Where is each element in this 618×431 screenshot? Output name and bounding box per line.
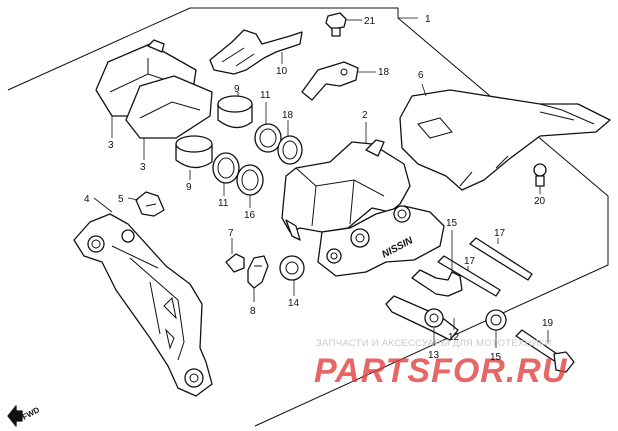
callout-3: 3 — [140, 162, 146, 173]
callout-11: 11 — [260, 90, 271, 101]
boot-13 — [424, 308, 444, 346]
piston-9-upper — [217, 92, 253, 129]
seal-16 — [236, 164, 264, 208]
bleeder-valve-7 — [225, 238, 245, 273]
seal-11-lower — [212, 152, 240, 196]
callout-15: 15 — [446, 218, 458, 229]
callout-18: 18 — [378, 67, 390, 78]
callout-21: 21 — [364, 16, 376, 27]
callout-16: 16 — [244, 210, 256, 221]
clip-18-top — [301, 61, 376, 101]
callout-17: 17 — [494, 228, 506, 239]
seal-18-middle — [277, 120, 303, 165]
callout-13: 13 — [428, 350, 440, 361]
callout-7: 7 — [228, 228, 234, 239]
sleeve-12 — [385, 295, 459, 341]
callout-9: 9 — [234, 84, 240, 95]
boot-15-lower — [485, 309, 507, 348]
callout-11: 11 — [218, 198, 229, 209]
seal-11-upper — [254, 102, 282, 153]
brake-pad-3-rear — [125, 75, 213, 160]
bolt-20 — [533, 163, 547, 194]
watermark-tagline: ЗАПЧАСТИ И АКСЕССУАРЫ ДЛЯ МОТОТЕХНИКИ — [316, 338, 552, 349]
callout-3: 3 — [108, 140, 114, 151]
cap-8 — [247, 255, 269, 302]
callout-10: 10 — [276, 66, 288, 77]
callout-15: 15 — [490, 352, 502, 363]
callout-18: 18 — [282, 110, 294, 121]
mounting-bracket-4 — [73, 197, 213, 397]
boot-14 — [279, 255, 305, 296]
bracket-10 — [209, 29, 303, 75]
callout-2: 2 — [362, 110, 368, 121]
callout-5: 5 — [118, 194, 124, 205]
bolt-19 — [515, 329, 575, 373]
callout-1: 1 — [425, 14, 431, 25]
callout-12: 12 — [448, 332, 460, 343]
callout-8: 8 — [250, 306, 256, 317]
forward-arrow: FWD — [7, 405, 42, 427]
forward-label: FWD — [21, 405, 42, 422]
callout-17: 17 — [464, 256, 476, 267]
callout-20: 20 — [534, 196, 546, 207]
caliper-cover-6 — [399, 83, 611, 191]
watermark-site: PARTSFOR.RU — [314, 352, 568, 390]
callout-4: 4 — [84, 194, 90, 205]
pin-17-lower — [437, 255, 501, 297]
pin-17-upper — [469, 237, 533, 281]
caliper-body-2: NISSIN — [281, 122, 445, 277]
callout-14: 14 — [288, 298, 300, 309]
callout-6: 6 — [418, 70, 424, 81]
shim-5 — [127, 191, 165, 217]
callout-9: 9 — [186, 182, 192, 193]
piston-9-lower — [175, 135, 213, 180]
bolt-21 — [325, 12, 362, 37]
pin-15-upper — [411, 230, 463, 297]
callout-19: 19 — [542, 318, 554, 329]
